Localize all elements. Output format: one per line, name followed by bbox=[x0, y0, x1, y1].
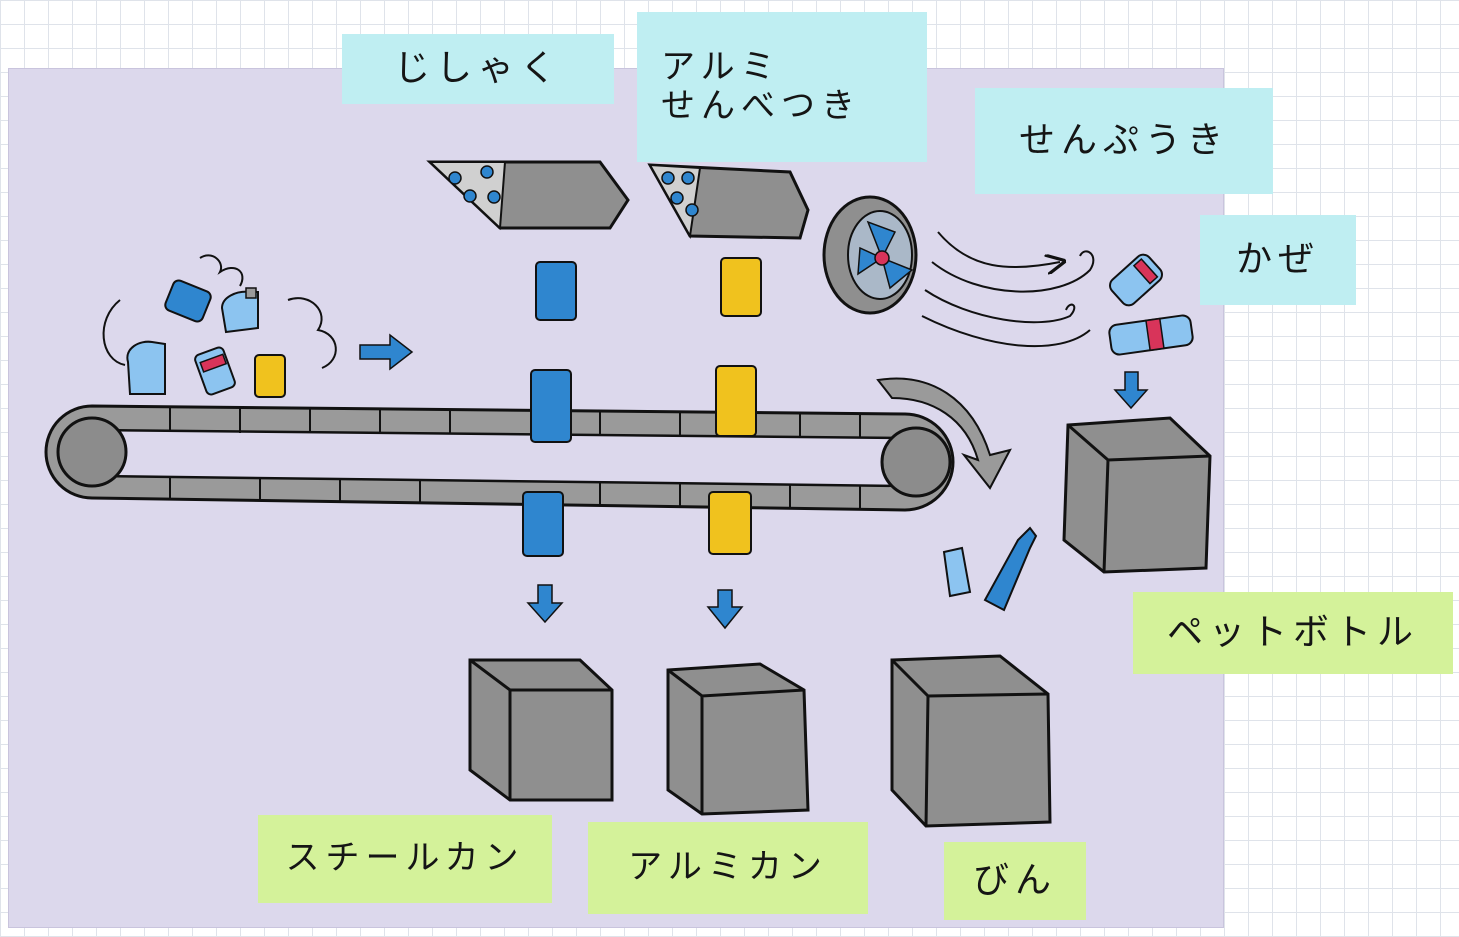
pet-bottle-bin bbox=[1062, 416, 1212, 574]
steel-can-bin bbox=[468, 658, 614, 802]
aluminum-can-label: アルミカン bbox=[628, 847, 828, 888]
glass-bottle-bin bbox=[890, 654, 1052, 828]
magnet-label-note: じしゃく bbox=[342, 34, 614, 104]
fan-icon bbox=[822, 195, 918, 315]
aluminum-can-bin bbox=[666, 662, 810, 816]
arrow-to-aluminum-bin bbox=[706, 589, 744, 630]
pet-bottles-in-wind bbox=[1108, 253, 1194, 356]
fan-label-note: せんぷうき bbox=[975, 88, 1273, 194]
glass-bottle-label: びん bbox=[972, 860, 1057, 902]
magnet-label: じしゃく bbox=[393, 48, 562, 90]
wind-label-note: かぜ bbox=[1200, 215, 1356, 305]
conveyor-belt bbox=[44, 404, 955, 512]
aluminum-cans bbox=[708, 257, 762, 555]
right-roller bbox=[880, 426, 952, 498]
aluminum-can-label-note: アルミカン bbox=[588, 822, 868, 914]
wind-lines bbox=[921, 231, 1095, 348]
fan-label: せんぷうき bbox=[1018, 120, 1229, 162]
glass-bottle-label-note: びん bbox=[944, 842, 1086, 920]
magnet-machine bbox=[426, 160, 630, 231]
curved-arrow-to-glass bbox=[876, 377, 1012, 490]
aluminum-separator-label-line1: アルミ bbox=[661, 46, 781, 87]
aluminum-separator-machine bbox=[647, 163, 810, 240]
steel-cans bbox=[522, 261, 577, 557]
left-roller bbox=[56, 416, 128, 488]
aluminum-separator-label-note: アルミ せんべつき bbox=[637, 12, 927, 162]
smoke-clouds bbox=[102, 254, 337, 369]
aluminum-separator-label-line2: せんべつき bbox=[661, 86, 861, 126]
belt-direction-arrow bbox=[359, 333, 414, 371]
steel-can-label: スチールカン bbox=[285, 838, 525, 879]
arrow-to-pet-bin bbox=[1113, 371, 1149, 410]
pet-bottle-label-note: ペットボトル bbox=[1133, 592, 1453, 674]
wind-label: かぜ bbox=[1235, 239, 1320, 281]
arrow-to-steel-bin bbox=[526, 584, 564, 624]
incoming-trash bbox=[126, 279, 286, 398]
steel-can-label-note: スチールカン bbox=[258, 815, 552, 903]
glass-bottles bbox=[942, 526, 1038, 612]
pet-bottle-label: ペットボトル bbox=[1166, 612, 1419, 654]
